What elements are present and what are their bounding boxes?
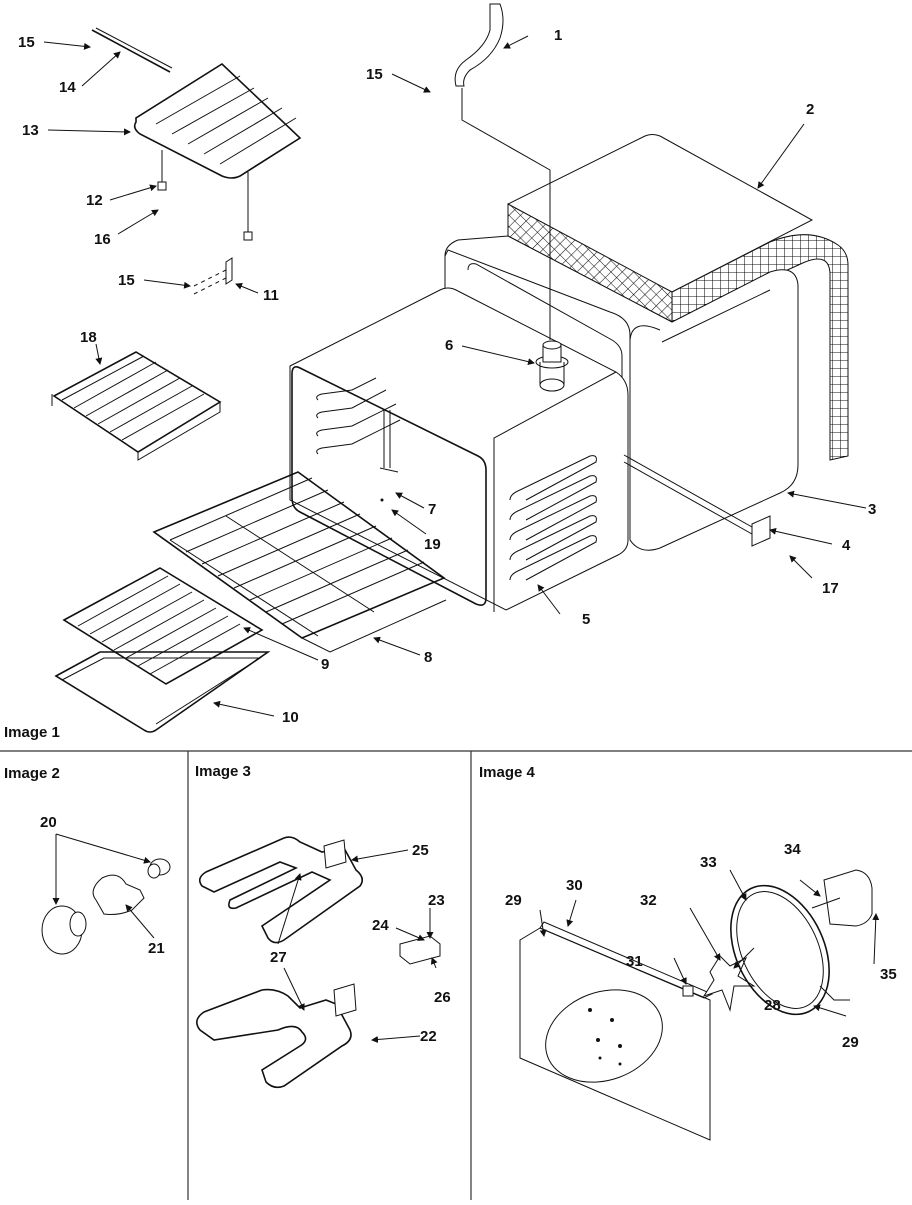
convection-fan-cover xyxy=(519,921,714,1141)
callout-13: 13 xyxy=(22,122,39,139)
hinge-bracket-11 xyxy=(225,257,233,285)
vent-fitting xyxy=(535,340,569,392)
broil-element xyxy=(198,836,364,944)
outer-wrapper xyxy=(444,235,799,551)
panel-title-image-4: Image 4 xyxy=(479,764,535,781)
callout-22: 22 xyxy=(420,1028,437,1045)
bake-element xyxy=(196,983,357,1089)
fan-blade xyxy=(682,955,756,1012)
callout-29-right: 29 xyxy=(842,1034,859,1051)
leader-lines-image4 xyxy=(539,869,880,1017)
panel-title-image-3: Image 3 xyxy=(195,763,251,780)
callout-12: 12 xyxy=(86,192,103,209)
broil-pan xyxy=(54,651,271,733)
bracket-14 xyxy=(91,29,171,73)
lamp-assembly xyxy=(41,833,171,955)
insulation-blanket xyxy=(507,134,849,461)
panel-title-image-1: Image 1 xyxy=(4,724,60,741)
callout-8: 8 xyxy=(424,649,433,666)
oven-rack xyxy=(152,471,447,653)
leader-lines-image3 xyxy=(277,849,438,1043)
callout-29-left: 29 xyxy=(505,892,522,909)
callout-16: 16 xyxy=(94,231,111,248)
callout-3: 3 xyxy=(868,501,877,518)
bake-element-cover xyxy=(133,62,302,179)
clip-12 xyxy=(157,181,167,191)
vent-tube xyxy=(454,3,551,340)
callout-21: 21 xyxy=(148,940,165,957)
callout-14: 14 xyxy=(59,79,76,96)
callout-30: 30 xyxy=(566,877,583,894)
callout-7: 7 xyxy=(428,501,437,518)
callout-10: 10 xyxy=(282,709,299,726)
fan-motor xyxy=(811,869,873,927)
screw-19 xyxy=(380,498,384,502)
terminal-block-26 xyxy=(399,935,441,965)
leader-lines-image1 xyxy=(43,35,867,717)
bracket-4 xyxy=(623,454,771,547)
callout-18: 18 xyxy=(80,329,97,346)
callout-31: 31 xyxy=(626,953,643,970)
callout-27: 27 xyxy=(270,949,287,966)
panel-title-image-2: Image 2 xyxy=(4,765,60,782)
callout-34: 34 xyxy=(784,841,801,858)
callout-19: 19 xyxy=(424,536,441,553)
callout-25: 25 xyxy=(412,842,429,859)
callout-28: 28 xyxy=(764,997,781,1014)
oven-cavity xyxy=(289,287,629,612)
half-rack xyxy=(51,351,222,461)
callout-33: 33 xyxy=(700,854,717,871)
callout-2: 2 xyxy=(806,101,815,118)
callout-11: 11 xyxy=(263,287,279,304)
callout-1: 1 xyxy=(554,27,563,44)
callout-26: 26 xyxy=(434,989,451,1006)
hinge-screw-path xyxy=(193,269,227,295)
callout-24: 24 xyxy=(372,917,389,934)
callout-23: 23 xyxy=(428,892,445,909)
callout-5: 5 xyxy=(582,611,591,628)
callout-15-top: 15 xyxy=(18,34,35,51)
rack-support xyxy=(379,410,399,473)
callout-35: 35 xyxy=(880,966,897,983)
callout-17: 17 xyxy=(822,580,839,597)
callout-4: 4 xyxy=(842,537,851,554)
element-cover-leads xyxy=(161,150,249,232)
callout-9: 9 xyxy=(321,656,330,673)
callout-15-bottom: 15 xyxy=(118,272,135,289)
callout-6: 6 xyxy=(445,337,454,354)
broil-pan-insert xyxy=(62,567,264,685)
callout-32: 32 xyxy=(640,892,657,909)
clip xyxy=(243,231,253,241)
callout-15-mid: 15 xyxy=(366,66,383,83)
callout-20: 20 xyxy=(40,814,57,831)
